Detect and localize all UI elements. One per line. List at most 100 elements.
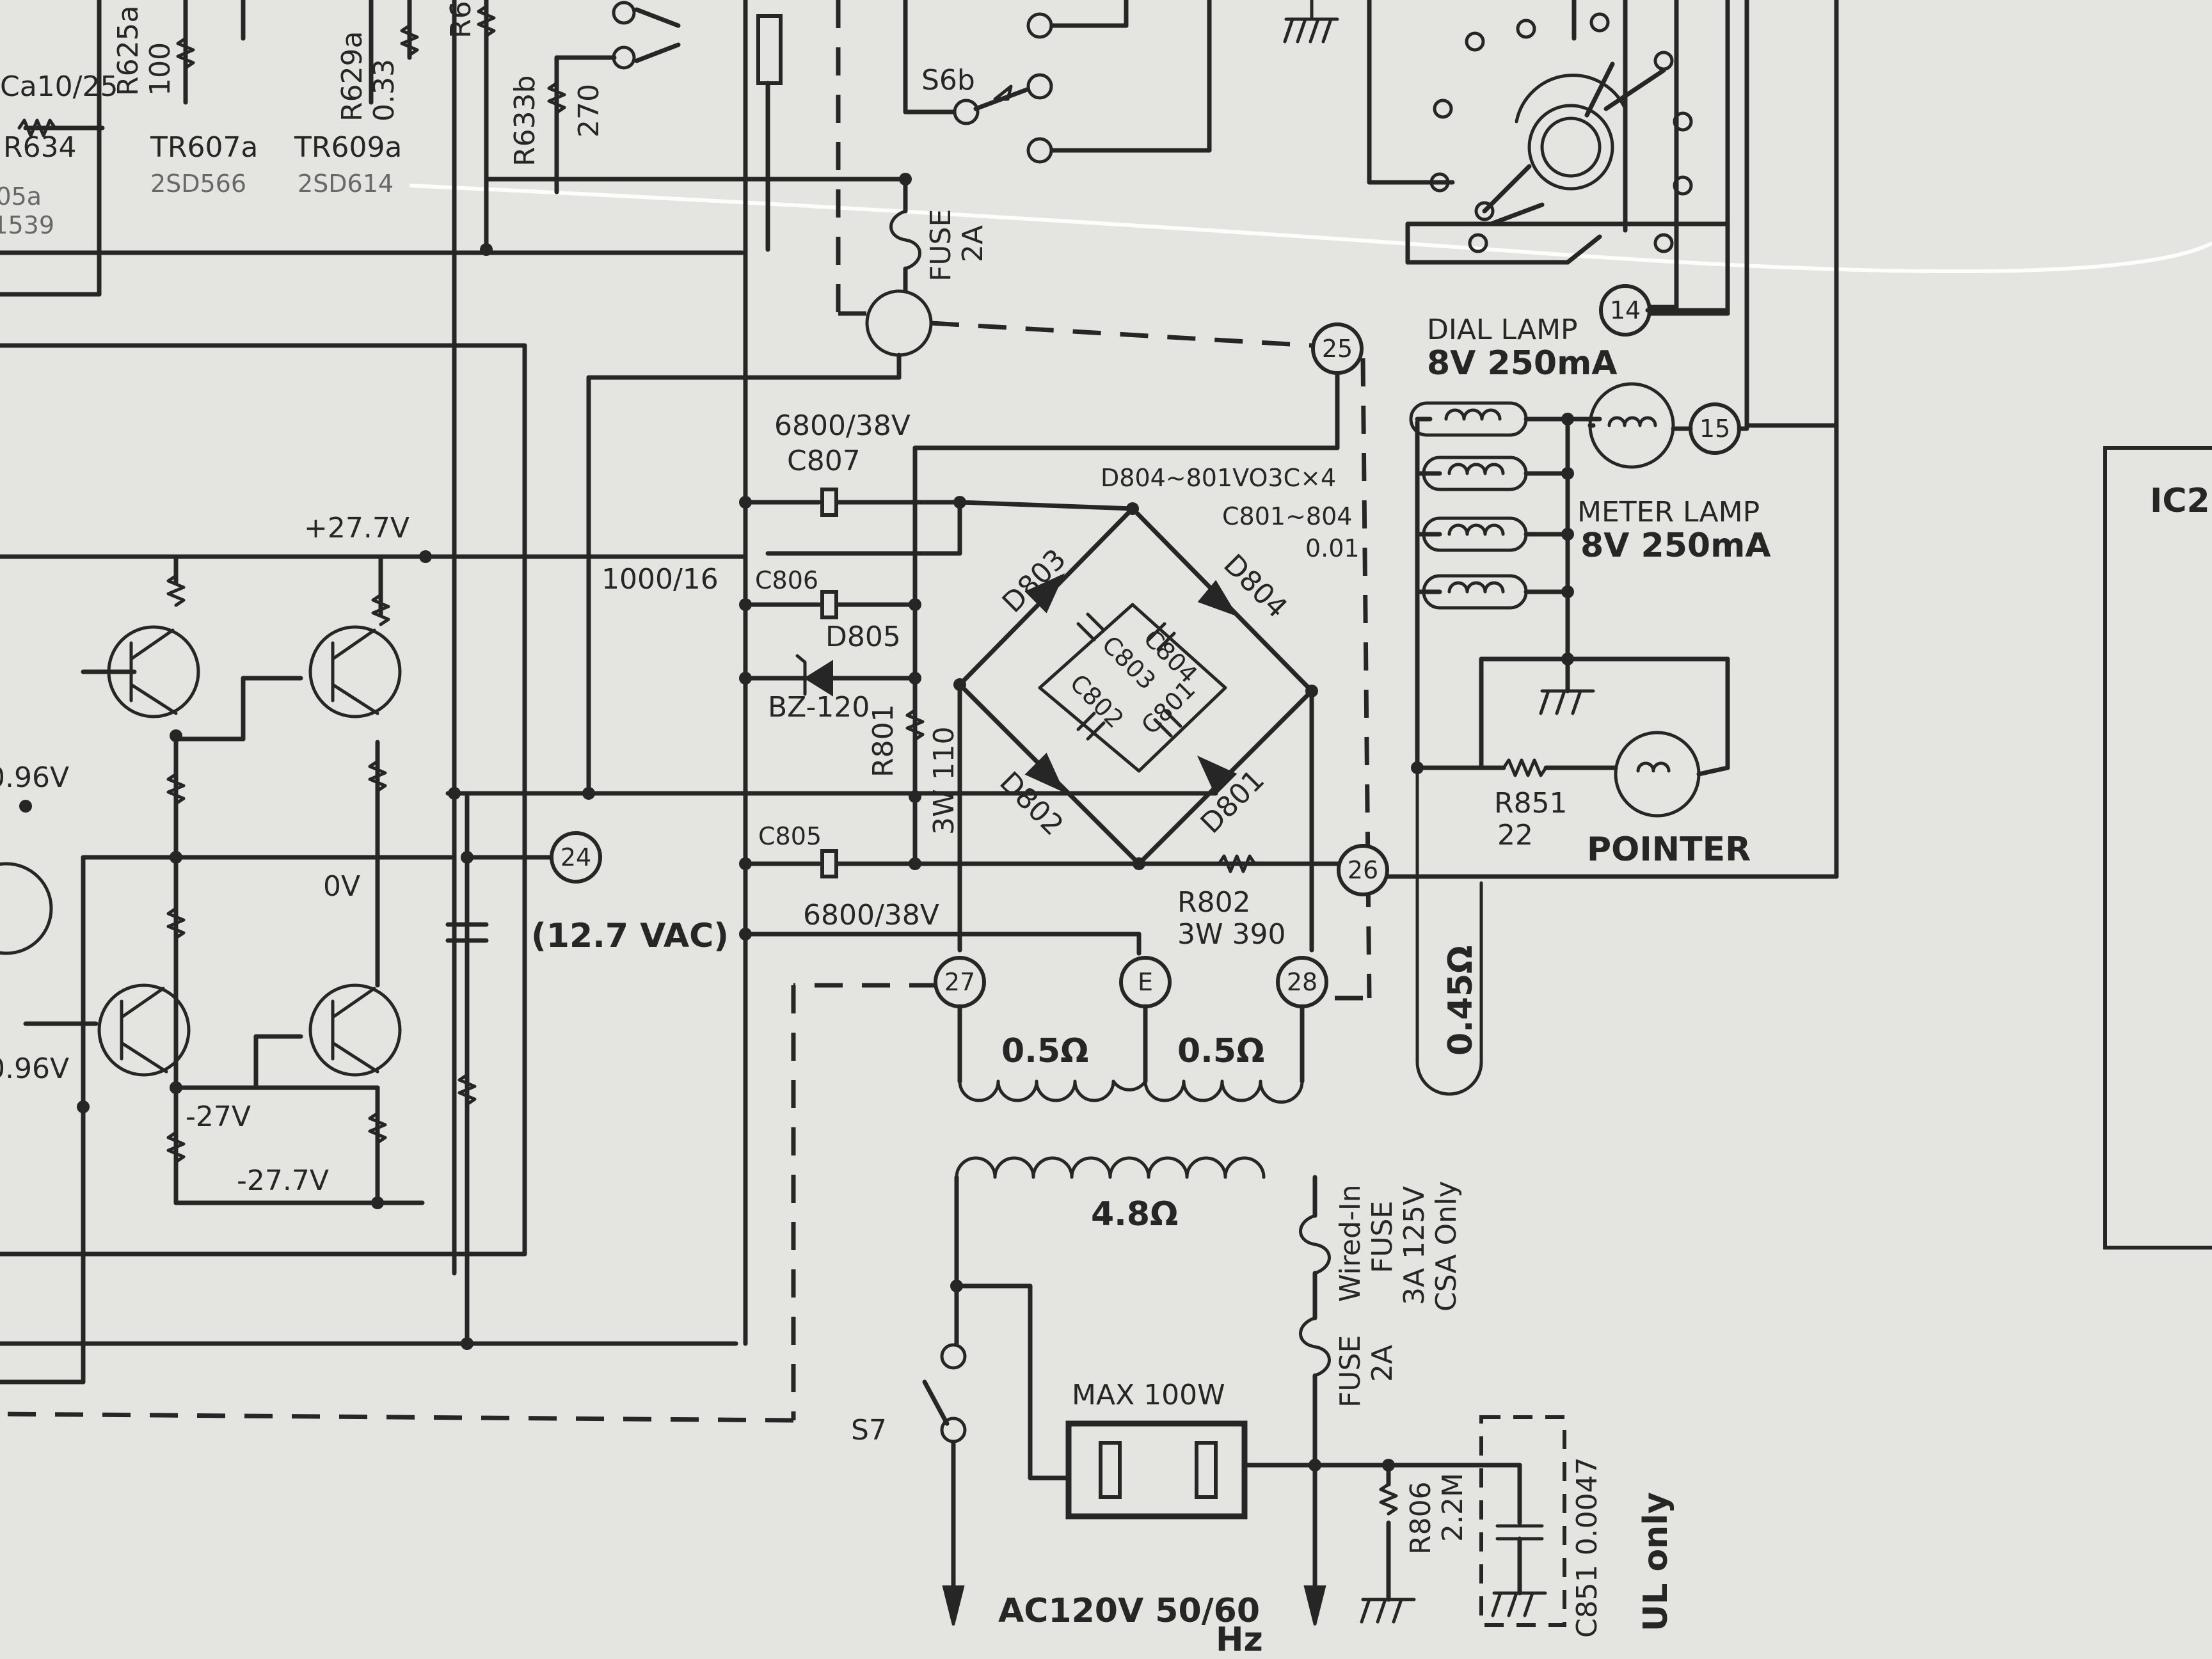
label-r802: R802: [1177, 886, 1251, 919]
transistor-q4: [308, 983, 402, 1077]
label-fuse-top: FUSE: [925, 209, 957, 282]
label-c805: C805: [758, 822, 822, 850]
label-r633b: R633b: [509, 75, 541, 166]
switch-s7-top: [940, 1343, 967, 1370]
resistor-r6: [477, 4, 496, 38]
winding-05-right: [1143, 1079, 1304, 1104]
transistor-q2: [308, 625, 402, 718]
winding-045-ohm: [1415, 766, 1483, 1096]
rotary-switch-hub: [1527, 104, 1614, 191]
terminal-e-label: E: [1138, 968, 1153, 996]
resistor-r-q2: [371, 593, 390, 626]
ic2-box: [2103, 446, 2212, 1250]
diode-d801: [1197, 755, 1237, 796]
label-r6: R6: [445, 1, 477, 38]
label-ac-120v: AC120V 50/60: [998, 1592, 1260, 1630]
terminal-26-label: 26: [1348, 856, 1378, 884]
capacitor-c802: [1076, 711, 1106, 741]
transistor-q5: [0, 862, 53, 955]
terminal-26: [1337, 844, 1389, 896]
label-ohm-045: 0.45Ω: [1442, 945, 1480, 1056]
label-d605a-type: 1S1539: [0, 211, 54, 239]
label-c801-804: C801~804: [1222, 502, 1352, 530]
capacitor-c803: [1076, 612, 1106, 642]
label-r802-val: 3W 390: [1177, 918, 1285, 951]
label-ic2: IC2: [2150, 482, 2210, 520]
label-c851: C851 0.0047: [1571, 1457, 1603, 1638]
resistor-r629a: [400, 24, 419, 57]
terminal-24: [550, 831, 602, 884]
resistor-r633b: [547, 81, 566, 115]
resistor-r-q2b: [368, 759, 387, 793]
resistor-r625a: [176, 36, 195, 70]
dial-lamp-filament: [1409, 401, 1528, 437]
label-v-neg-27: -27V: [186, 1100, 251, 1133]
label-csa-only: CSA Only: [1430, 1181, 1463, 1312]
label-bz120: BZ-120: [768, 691, 870, 724]
capacitor-c804: [1147, 622, 1176, 651]
resistor-r-mid1: [166, 772, 186, 806]
label-r633b-val: 270: [573, 84, 605, 138]
winding-48-ohm: [955, 1156, 1266, 1179]
label-s6b: S6b: [921, 64, 975, 97]
rectifier-section: 26 24 27 E 28 6800/38V C807 D804~801VO3C…: [0, 409, 1389, 1423]
meter-lamp-3: [1422, 574, 1528, 610]
terminal-15-label: 15: [1699, 415, 1730, 443]
dial-lamp-bulb: [1588, 382, 1675, 469]
label-meter-lamp-rating: 8V 250mA: [1580, 527, 1771, 565]
label-r801-val: 3W 110: [928, 727, 960, 835]
terminal-24-label: 24: [561, 843, 591, 871]
label-tr609a: TR609a: [294, 131, 402, 164]
label-tr609a-type: 2SD614: [298, 170, 394, 198]
label-c802: C802: [1065, 669, 1129, 733]
pointer-lamp-bulb: [1614, 731, 1701, 818]
label-r634: R634: [3, 131, 77, 164]
max-100w-outlet: [1065, 1420, 1248, 1520]
switch-s6b-lower: [1026, 137, 1053, 164]
label-meter-lamp: METER LAMP: [1577, 496, 1760, 528]
label-d805: D805: [825, 621, 901, 653]
lamp-section: 14 25 15: [912, 0, 2212, 1250]
label-hz: Hz: [1216, 1621, 1263, 1659]
terminal-27-label: 27: [944, 968, 975, 996]
label-v-0: 0V: [323, 870, 360, 903]
label-fuse-top-rating: 2A: [957, 225, 989, 262]
fuse-3a-element: [1299, 1214, 1331, 1275]
label-r801: R801: [867, 704, 900, 777]
capacitor-c806: [820, 590, 838, 619]
paper-fold-line: [409, 184, 2212, 274]
ground-meter: [1539, 689, 1595, 715]
label-r806-val: 2.2M: [1436, 1473, 1469, 1542]
label-r806: R806: [1404, 1481, 1437, 1555]
label-ca10: Ca10/25: [0, 70, 118, 103]
label-c806-val: 1000/16: [601, 563, 719, 596]
diode-d804: [1197, 580, 1238, 617]
switch-s6b-upper: [1026, 73, 1053, 100]
label-d804-801: D804~801VO3C×4: [1101, 464, 1336, 492]
fuse-top-holder: [865, 289, 933, 357]
label-dial-lamp: DIAL LAMP: [1427, 314, 1578, 346]
resistor-r801: [905, 708, 925, 742]
meter-lamp-2: [1422, 516, 1528, 552]
resistor-r806: [1379, 1482, 1398, 1516]
resistor-r802: [1217, 854, 1257, 873]
fuse-top-element: [889, 209, 921, 271]
label-r625a-val: 100: [144, 42, 177, 96]
label-r851-val: 22: [1497, 819, 1533, 852]
switch-s6b-common: [953, 99, 980, 125]
label-fuse-3a: FUSE: [1366, 1201, 1399, 1273]
resistor-r-rail: [458, 1073, 477, 1106]
label-tr607a: TR607a: [150, 131, 258, 164]
resistor-r634: [17, 118, 57, 138]
transistor-q3: [97, 983, 191, 1077]
rotary-switch-center: [1540, 116, 1602, 178]
amplifier-section: Ca10/25 R625a 100 R629a 0.33 R634 TR607a…: [0, 0, 1218, 1385]
ac-neutral-arrow: [1303, 1585, 1326, 1626]
label-c806: C806: [755, 566, 818, 594]
ac-line-arrow: [942, 1585, 965, 1626]
label-vac-127: (12.7 VAC): [531, 917, 729, 955]
label-r629a: R629a: [336, 31, 369, 122]
resistor-r-q3: [166, 1131, 186, 1164]
